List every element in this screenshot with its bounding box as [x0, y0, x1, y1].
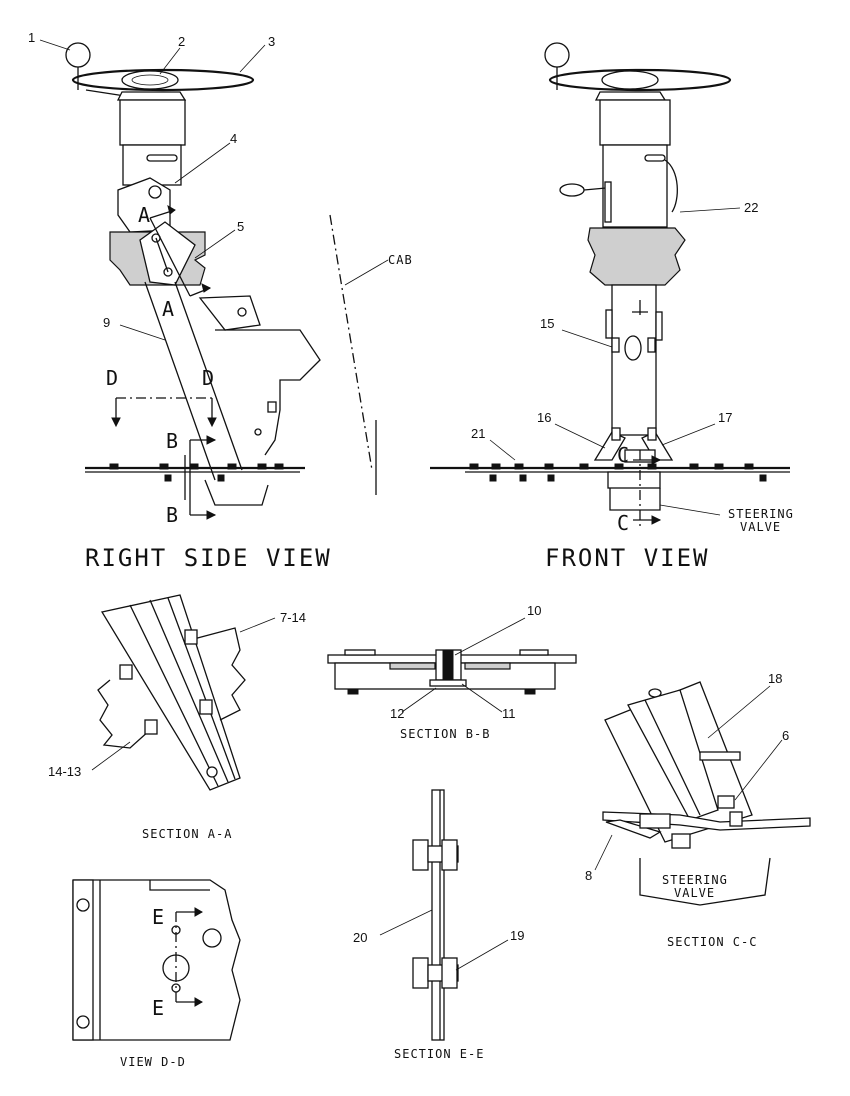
section-e-title: SECTION E-E [394, 1047, 484, 1061]
callout-8: 8 [585, 868, 592, 883]
section-a-title: SECTION A-A [142, 827, 232, 841]
callout-18: 18 [768, 671, 782, 686]
callout-4: 4 [230, 131, 237, 146]
callout-15: 15 [540, 316, 554, 331]
callout-6: 6 [782, 728, 789, 743]
section-c-valve-label-line1: STEERING [662, 873, 728, 887]
steering-valve-label-line2: VALVE [740, 520, 781, 534]
knob-icon [544, 42, 570, 68]
cab-line [329, 214, 389, 495]
callout-17: 17 [718, 410, 732, 425]
front-view [430, 42, 790, 530]
callout-16: 16 [537, 410, 551, 425]
callout-12: 12 [390, 706, 404, 721]
right-side-view-title: RIGHT SIDE VIEW [85, 544, 332, 572]
callout-11: 11 [502, 706, 516, 721]
section-c-marker-top: C [617, 443, 629, 467]
section-d-marker-right: D [202, 366, 214, 390]
section-c-valve-label-line2: VALVE [674, 886, 715, 900]
callout-10: 10 [527, 603, 541, 618]
knob-icon [65, 42, 91, 68]
right-side-view [39, 39, 321, 520]
section-b-marker-top: B [166, 429, 178, 453]
callout-2: 2 [178, 34, 185, 49]
steering-valve-label-line1: STEERING [728, 507, 794, 521]
section-c-diagram [594, 681, 811, 906]
section-e-diagram [379, 789, 509, 1041]
component-labels: CAB STEERING VALVE STEERING VALVE [388, 253, 794, 900]
callout-3: 3 [268, 34, 275, 49]
callout-labels: 1 2 3 4 5 9 22 15 16 17 21 7-14 14-13 10… [28, 30, 789, 945]
callout-21: 21 [471, 426, 485, 441]
section-d-marker-left: D [106, 366, 118, 390]
callout-19: 19 [510, 928, 524, 943]
callout-20: 20 [353, 930, 367, 945]
section-e-marker-bottom: E [152, 996, 164, 1020]
section-markers: A A D D B B C C E E [106, 203, 629, 1020]
callout-7-14: 7-14 [280, 610, 306, 625]
section-b-diagram [327, 617, 577, 713]
view-titles: RIGHT SIDE VIEW FRONT VIEW SECTION A-A S… [85, 544, 757, 1069]
callout-5: 5 [237, 219, 244, 234]
section-a-diagram [91, 594, 276, 791]
view-d-title: VIEW D-D [120, 1055, 186, 1069]
cab-label: CAB [388, 253, 413, 267]
callout-1: 1 [28, 30, 35, 45]
section-e-marker-top: E [152, 905, 164, 929]
section-c-marker-bottom: C [617, 511, 629, 535]
section-b-marker-bottom: B [166, 503, 178, 527]
section-c-title: SECTION C-C [667, 935, 757, 949]
callout-14-13: 14-13 [48, 764, 81, 779]
section-b-title: SECTION B-B [400, 727, 490, 741]
front-view-title: FRONT VIEW [545, 544, 710, 572]
section-a-marker-bottom: A [162, 297, 174, 321]
callout-9: 9 [103, 315, 110, 330]
callout-22: 22 [744, 200, 758, 215]
view-d-diagram [72, 879, 241, 1041]
section-a-marker-top: A [138, 203, 150, 227]
